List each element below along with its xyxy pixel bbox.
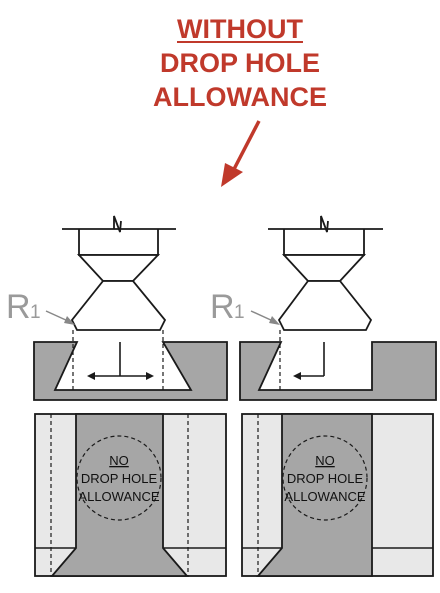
left-note-line-3: ALLOWANCE — [78, 489, 159, 504]
left-radius-subscript: 1 — [30, 302, 41, 323]
heading-line-2: DROP HOLE — [159, 48, 321, 78]
right-note-line-1: NO — [315, 453, 335, 468]
right-radius-label: R — [210, 288, 235, 326]
left-note-line-2: DROP HOLE — [81, 471, 158, 486]
right-radius-callout: R 1 — [210, 288, 280, 326]
heading-line-3: ALLOWANCE — [153, 82, 327, 112]
right-note: NO DROP HOLE ALLOWANCE — [282, 435, 368, 521]
left-radius-label: R — [6, 288, 31, 326]
left-punch — [62, 215, 176, 331]
left-radius-callout: R 1 — [6, 288, 75, 326]
right-radius-subscript: 1 — [234, 302, 245, 323]
diagram-heading: WITHOUT DROP HOLE ALLOWANCE — [100, 12, 380, 114]
right-note-line-2: DROP HOLE — [287, 471, 364, 486]
right-punch — [268, 215, 383, 331]
left-note: NO DROP HOLE ALLOWANCE — [76, 435, 162, 521]
left-die — [33, 341, 228, 401]
left-note-line-1: NO — [109, 453, 129, 468]
pointer-arrow — [221, 120, 261, 187]
right-note-line-3: ALLOWANCE — [284, 489, 365, 504]
heading-line-1: WITHOUT — [177, 14, 303, 44]
left-hidden-lines — [72, 330, 164, 390]
left-plan-hidden-lines — [50, 414, 189, 576]
right-die — [239, 341, 437, 401]
left-plan-view — [34, 413, 227, 577]
right-centerline — [293, 342, 325, 380]
right-plan-view — [241, 413, 434, 577]
left-centerline — [87, 342, 154, 380]
